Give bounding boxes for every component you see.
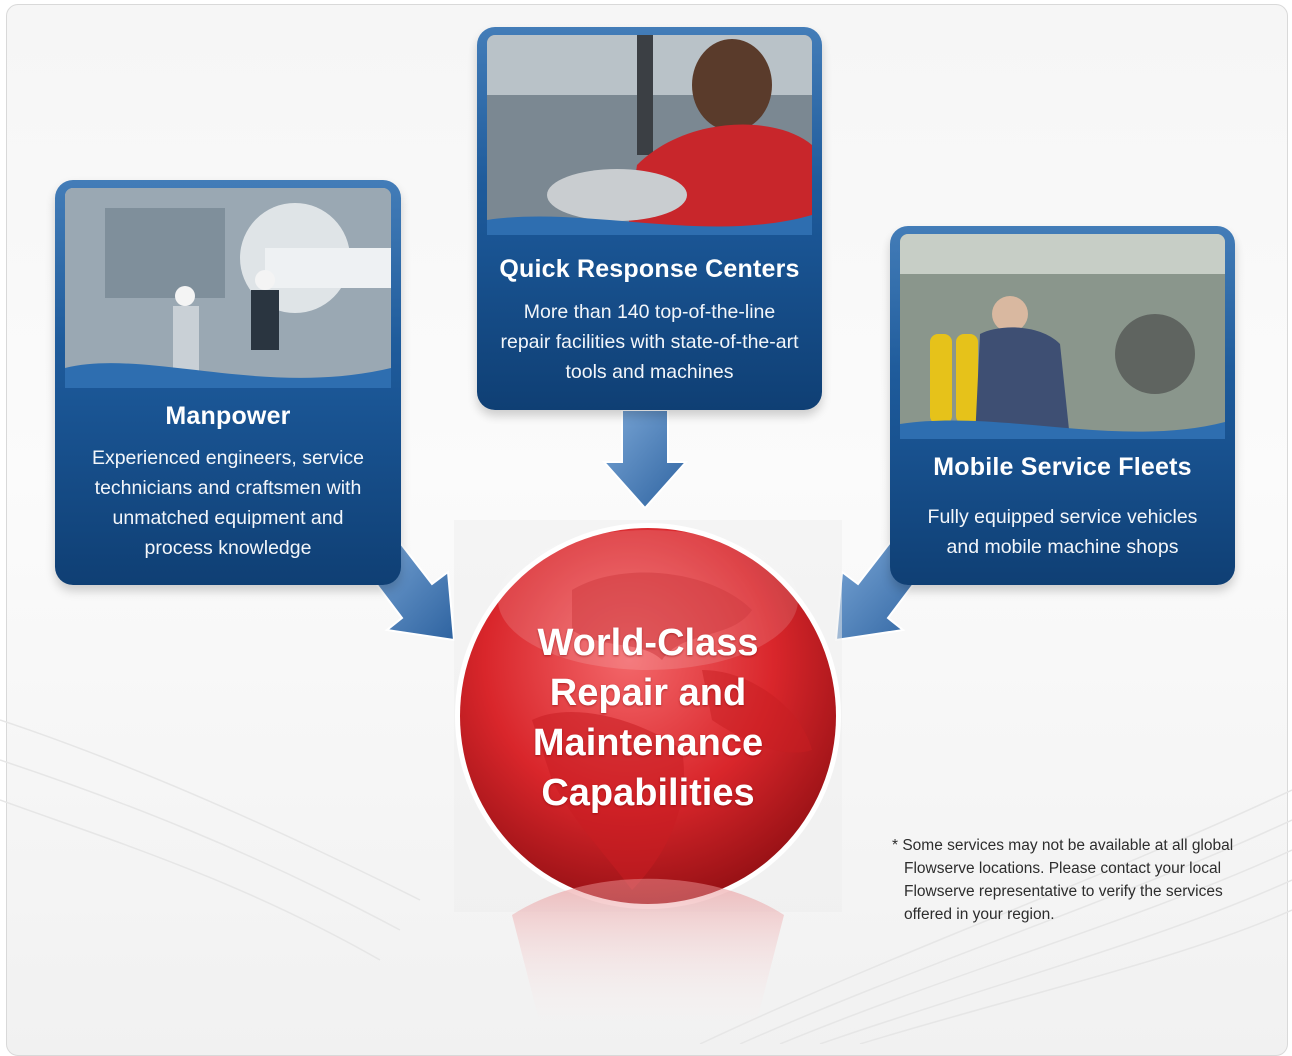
manpower-description: Experienced engineers, service technicia… [91, 447, 365, 559]
node-quick-response-centers: Quick Response Centers More than 140 top… [477, 27, 822, 410]
center-globe: World-Class Repair and Maintenance Capab… [452, 520, 844, 1040]
manpower-photo [65, 188, 391, 388]
mobile-fleets-description: Fully equipped service vehicles and mobi… [927, 506, 1198, 558]
manpower-title: Manpower [165, 402, 291, 430]
footnote: * Some services may not be available at … [892, 837, 1234, 923]
node-mobile-service-fleets: Mobile Service Fleets Fully equipped ser… [890, 226, 1235, 585]
center-label: World-Class Repair and Maintenance Capab… [532, 622, 764, 814]
quick-response-photo [487, 35, 812, 235]
mobile-fleets-photo [900, 234, 1225, 439]
node-manpower: Manpower Experienced engineers, service … [55, 180, 401, 585]
mobile-fleets-title: Mobile Service Fleets [933, 453, 1192, 481]
quick-response-title: Quick Response Centers [499, 255, 800, 283]
quick-response-description: More than 140 top-of-the-line repair fac… [500, 301, 799, 383]
globe-icon [454, 520, 842, 1040]
